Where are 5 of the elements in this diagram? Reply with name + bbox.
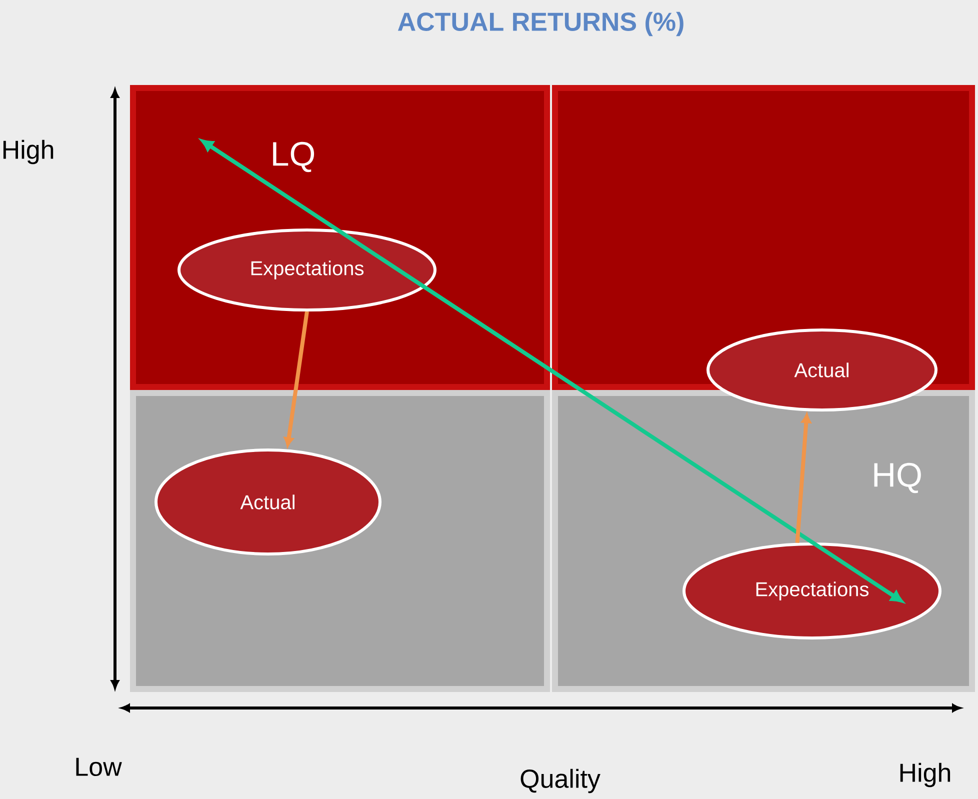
axis-label: High (900, 762, 950, 788)
title: ACTUAL RETURNS (%) (398, 12, 684, 36)
axis-label: Low (76, 758, 122, 776)
axis-label: High (3, 140, 54, 164)
axis-label: Quality (520, 768, 600, 794)
